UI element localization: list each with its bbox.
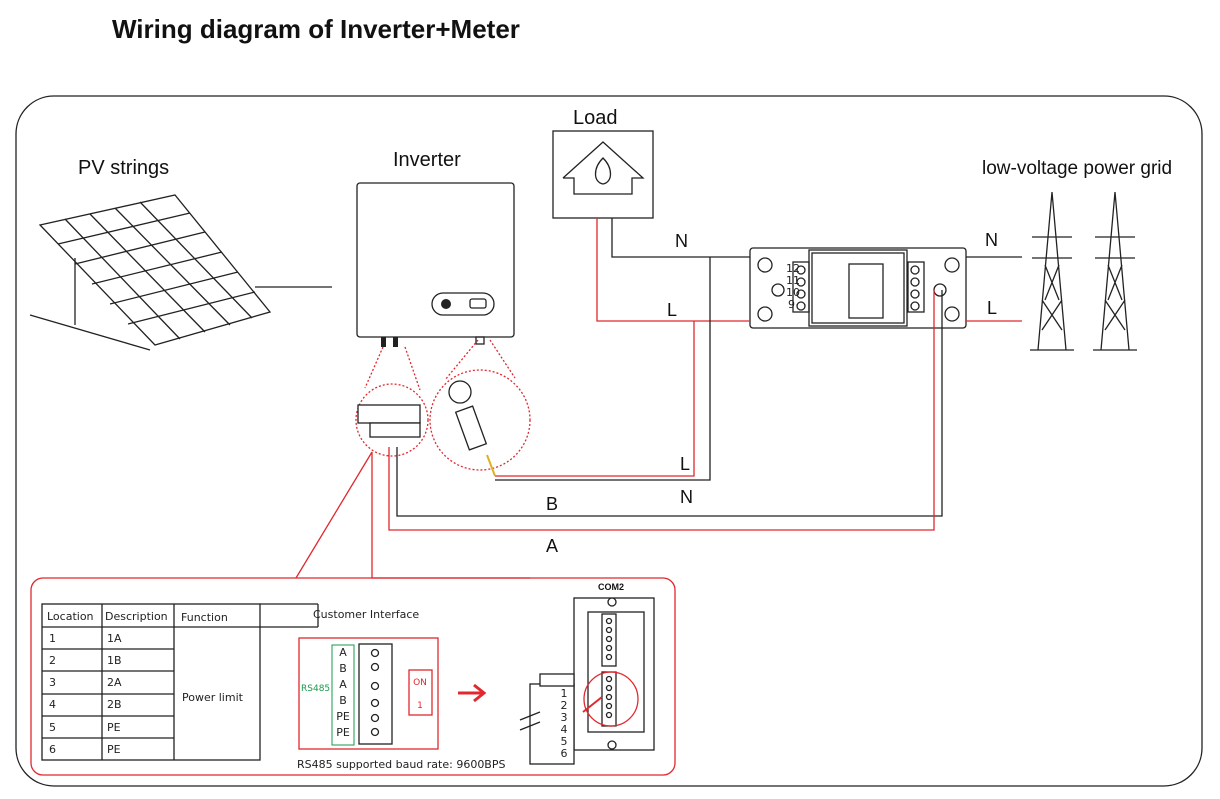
pin-label: A [339,678,347,691]
terminal-strip [358,643,393,745]
arrow-right-icon [458,683,487,703]
pin-label: A [339,646,347,659]
rs485-pin-group [331,644,355,746]
table-cell-location: 2 [49,654,56,667]
table-header-description: Description [105,610,168,623]
energy-meter-icon [749,247,967,329]
table-cell-location: 3 [49,676,56,689]
table-cell-description: 1B [107,654,122,667]
terminal-block-icon [357,404,421,438]
meter-terminal-10: 10 [786,286,800,299]
table-cell-description: 1A [107,632,122,645]
n-label-grid: N [985,230,998,250]
plug-connector-icon [519,673,575,765]
table-cell-location: 4 [49,698,56,711]
com2-port-icon [573,597,655,751]
table-cell-location: 5 [49,721,56,734]
table-header-function: Function [181,611,228,624]
customer-interface-box [298,637,439,750]
inverter-icon [356,182,515,347]
dip-switch-position: 1 [417,701,423,711]
plug-pin-number: 4 [561,723,568,736]
plug-pin-number: 6 [561,747,568,760]
pv-strings-label: PV strings [78,157,169,179]
customer-interface-title: Customer Interface [313,608,419,621]
a-label: A [546,536,558,556]
live-sense-wire [495,321,695,477]
load-label: Load [573,107,618,129]
load-house-icon [552,130,654,219]
waterproof-connector-icon [448,380,496,477]
dip-switch-on-label: ON [413,678,427,688]
pin-label: PE [336,726,350,739]
table-header-location: Location [47,610,94,623]
plug-pin-number: 2 [561,699,568,712]
power-tower-icon [1030,191,1137,351]
diagram-title: Wiring diagram of Inverter+Meter [112,14,520,44]
neutral-sense-wire [495,257,711,481]
outer-frame [15,95,1203,787]
n-label-sense: N [680,487,693,507]
meter-terminal-9: 9 [788,298,795,311]
meter-connector-callout [429,369,531,471]
b-label: B [546,494,558,514]
table-cell-description: PE [107,721,121,734]
table-cell-description: 2B [107,698,122,711]
neutral-wire-load [611,218,750,258]
table-cell-description: PE [107,743,121,756]
meter-terminal-11: 11 [786,274,800,287]
table-cell-description: 2A [107,676,122,689]
pin-label: B [339,662,347,675]
live-wire-load [596,218,750,322]
l-label-load: L [667,300,677,320]
rs485-a-wire [388,290,935,531]
pin-label: B [339,694,347,707]
table-cell-location: 1 [49,632,56,645]
l-label-grid: L [987,298,997,318]
l-label-sense: L [680,454,690,474]
pv-panel-icon [29,194,272,351]
plug-pin-number: 1 [561,687,568,700]
grid-label: low-voltage power grid [982,158,1172,179]
table-cell-function: Power limit [182,691,244,704]
baud-rate-note: RS485 supported baud rate: 9600BPS [297,758,505,771]
pin-label: PE [336,710,350,723]
n-label-load: N [675,231,688,251]
meter-terminal-12: 12 [786,262,800,275]
pin-function-table [41,603,319,761]
interface-detail-panel [30,577,676,776]
plug-pin-number: 3 [561,711,568,724]
com2-label: COM2 [598,582,624,592]
com-terminal-callout [355,383,429,457]
rs485-label: RS485 [301,684,330,694]
dip-switch [408,669,433,716]
rs485-b-wire [396,290,943,517]
table-cell-location: 6 [49,743,56,756]
inverter-label: Inverter [393,149,461,171]
plug-pin-number: 5 [561,735,568,748]
